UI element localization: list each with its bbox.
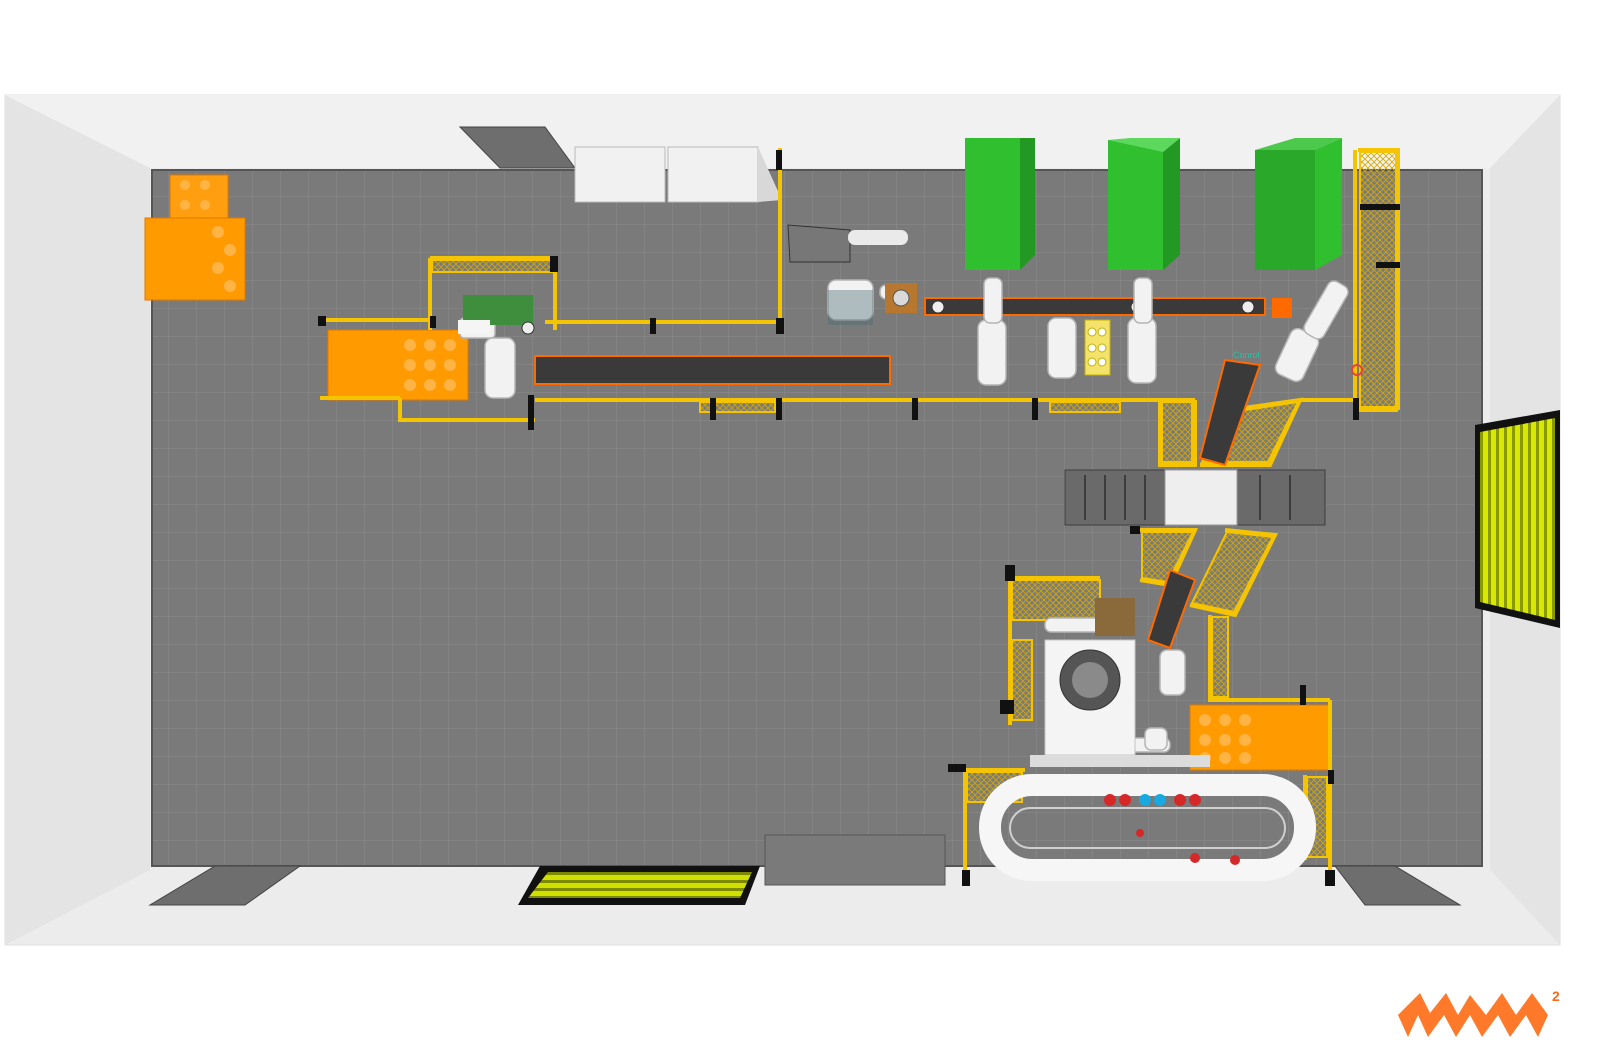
fence-posts (318, 150, 1400, 886)
doorways (148, 126, 1462, 906)
oval-conveyor-loop (979, 774, 1316, 881)
pallet-stack-lower-right (1189, 704, 1331, 771)
green-machine-1 (965, 138, 1035, 270)
conveyor-top (924, 297, 1292, 318)
storage-cabinets (574, 146, 782, 203)
pallet-stack-cell1 (327, 329, 469, 401)
green-machine-2 (1108, 138, 1180, 270)
tool-rack (787, 224, 908, 263)
conveyor-tag-label: Conrol (1233, 350, 1260, 360)
green-machine-3 (1255, 138, 1342, 270)
company-logo: 2 (1398, 988, 1560, 1037)
logo-superscript: 2 (1552, 988, 1560, 1004)
workstation-details (458, 283, 1363, 376)
rotary-machine (1030, 598, 1210, 767)
loading-dock-bottom (518, 866, 760, 905)
pallet-stack-left (144, 174, 246, 301)
transfer-rack (1064, 469, 1326, 526)
conveyor-diagonal-upper (1198, 358, 1262, 467)
conveyor-diagonal-lower (1146, 568, 1197, 650)
loading-dock-right (1475, 410, 1560, 628)
conveyor-main (534, 355, 891, 385)
